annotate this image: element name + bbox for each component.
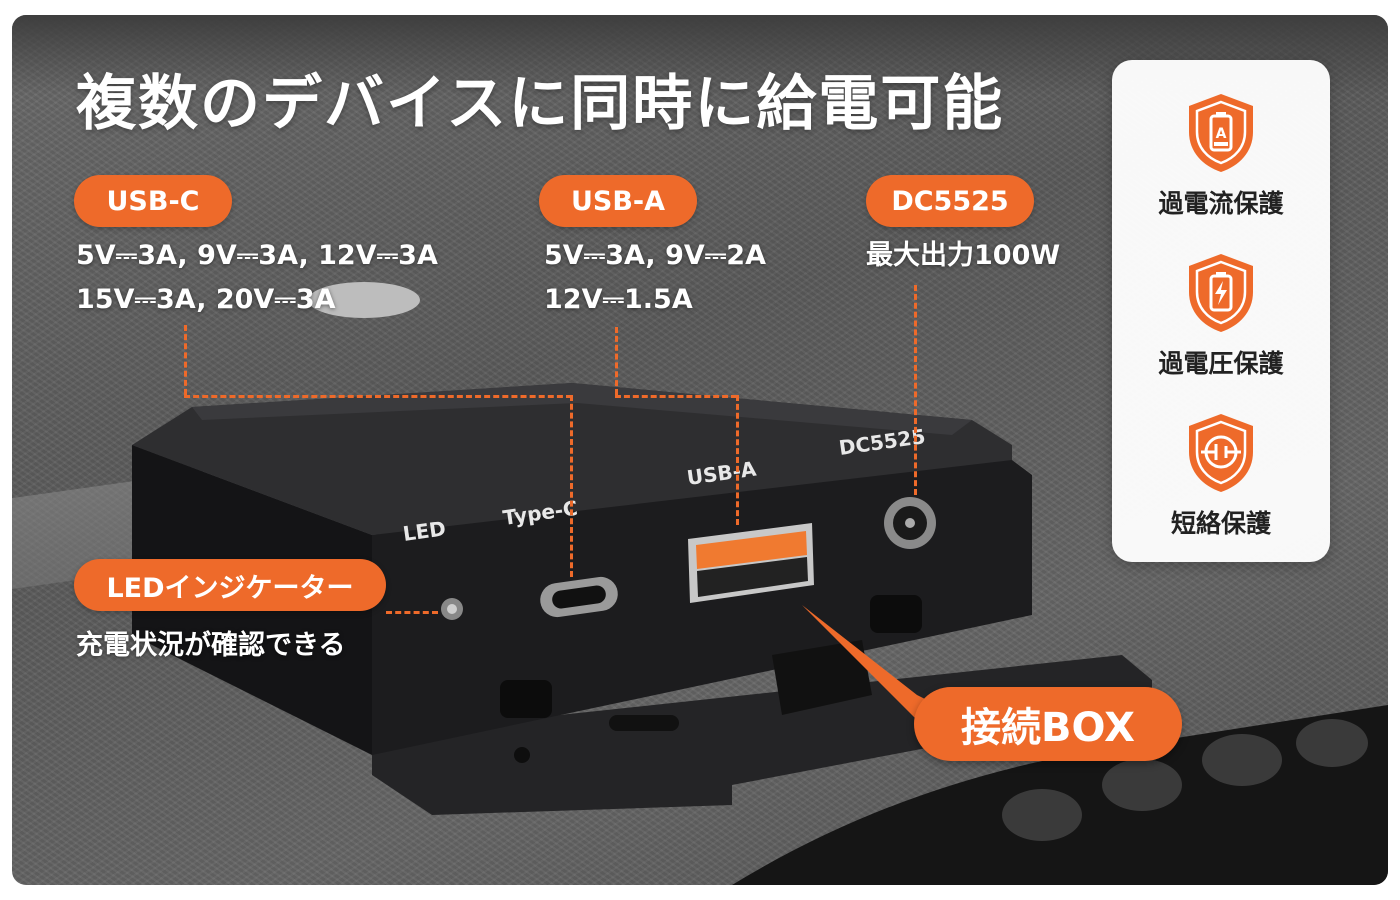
usb-c-badge: USB-C [74,175,232,227]
junction-box-callout: 接続BOX [914,687,1182,761]
usb-a-tongue [696,531,807,569]
leader-led [386,611,438,614]
front-latch [772,640,872,715]
dc5525-spec: 最大出力100W [866,240,1061,271]
protection-overvoltage: 過電圧保護 [1112,252,1330,380]
junction-box-illustration: LED Type-C USB-A DC5525 [132,282,1388,885]
cable-cutouts [1002,719,1368,841]
protection-label: 短絡保護 [1170,509,1271,538]
battery-a-shield-icon: A [1189,94,1253,172]
coin [308,282,420,318]
dc5525-badge: DC5525 [866,175,1034,227]
product-banner: LED Type-C USB-A DC5525 複数のデバイスに同時に給電 [12,15,1388,885]
clip-left [500,680,552,718]
protection-label: 過電流保護 [1158,189,1284,218]
leader-usb-a-horizontal [615,395,737,398]
leader-usb-c-vertical [184,325,187,395]
leader-usb-c-down [570,395,573,577]
callout-pointer [802,605,937,727]
leader-dc5525 [914,285,917,495]
svg-text:A: A [1216,126,1227,142]
usb-c-spec-line2: 15V⎓3A, 20V⎓3A [76,284,336,315]
led-indicator-badge: LEDインジケーター [74,559,386,611]
usb-a-spec-line1: 5V⎓3A, 9V⎓2A [544,240,766,271]
headline: 複数のデバイスに同時に給電可能 [76,69,1005,139]
leader-usb-a-vertical [615,327,618,395]
protection-panel: A 過電流保護 過電圧保護 [1112,60,1330,562]
led-lens [447,604,457,614]
short-circuit-shield-icon [1189,414,1253,492]
usb-c-port-hole [552,585,606,609]
protection-short-circuit: 短絡保護 [1112,412,1330,540]
battery-bolt-shield-icon [1189,254,1253,332]
plate-slot [609,715,679,731]
usb-a-badge: USB-A [539,175,697,227]
protection-label: 過電圧保護 [1158,349,1284,378]
marking-led: LED [401,516,447,546]
led-indicator-note: 充電状況が確認できる [76,630,346,661]
dc5525-pin [905,518,915,528]
leader-usb-c-horizontal [184,395,572,398]
clip-right [870,595,922,633]
usb-a-port-hole [697,557,808,597]
usb-c-spec-line1: 5V⎓3A, 9V⎓3A, 12V⎓3A [76,240,438,271]
protection-overcurrent: A 過電流保護 [1112,92,1330,220]
screw-hole [514,747,530,763]
leader-usb-a-down [736,395,739,525]
usb-a-spec-line2: 12V⎓1.5A [544,284,693,315]
